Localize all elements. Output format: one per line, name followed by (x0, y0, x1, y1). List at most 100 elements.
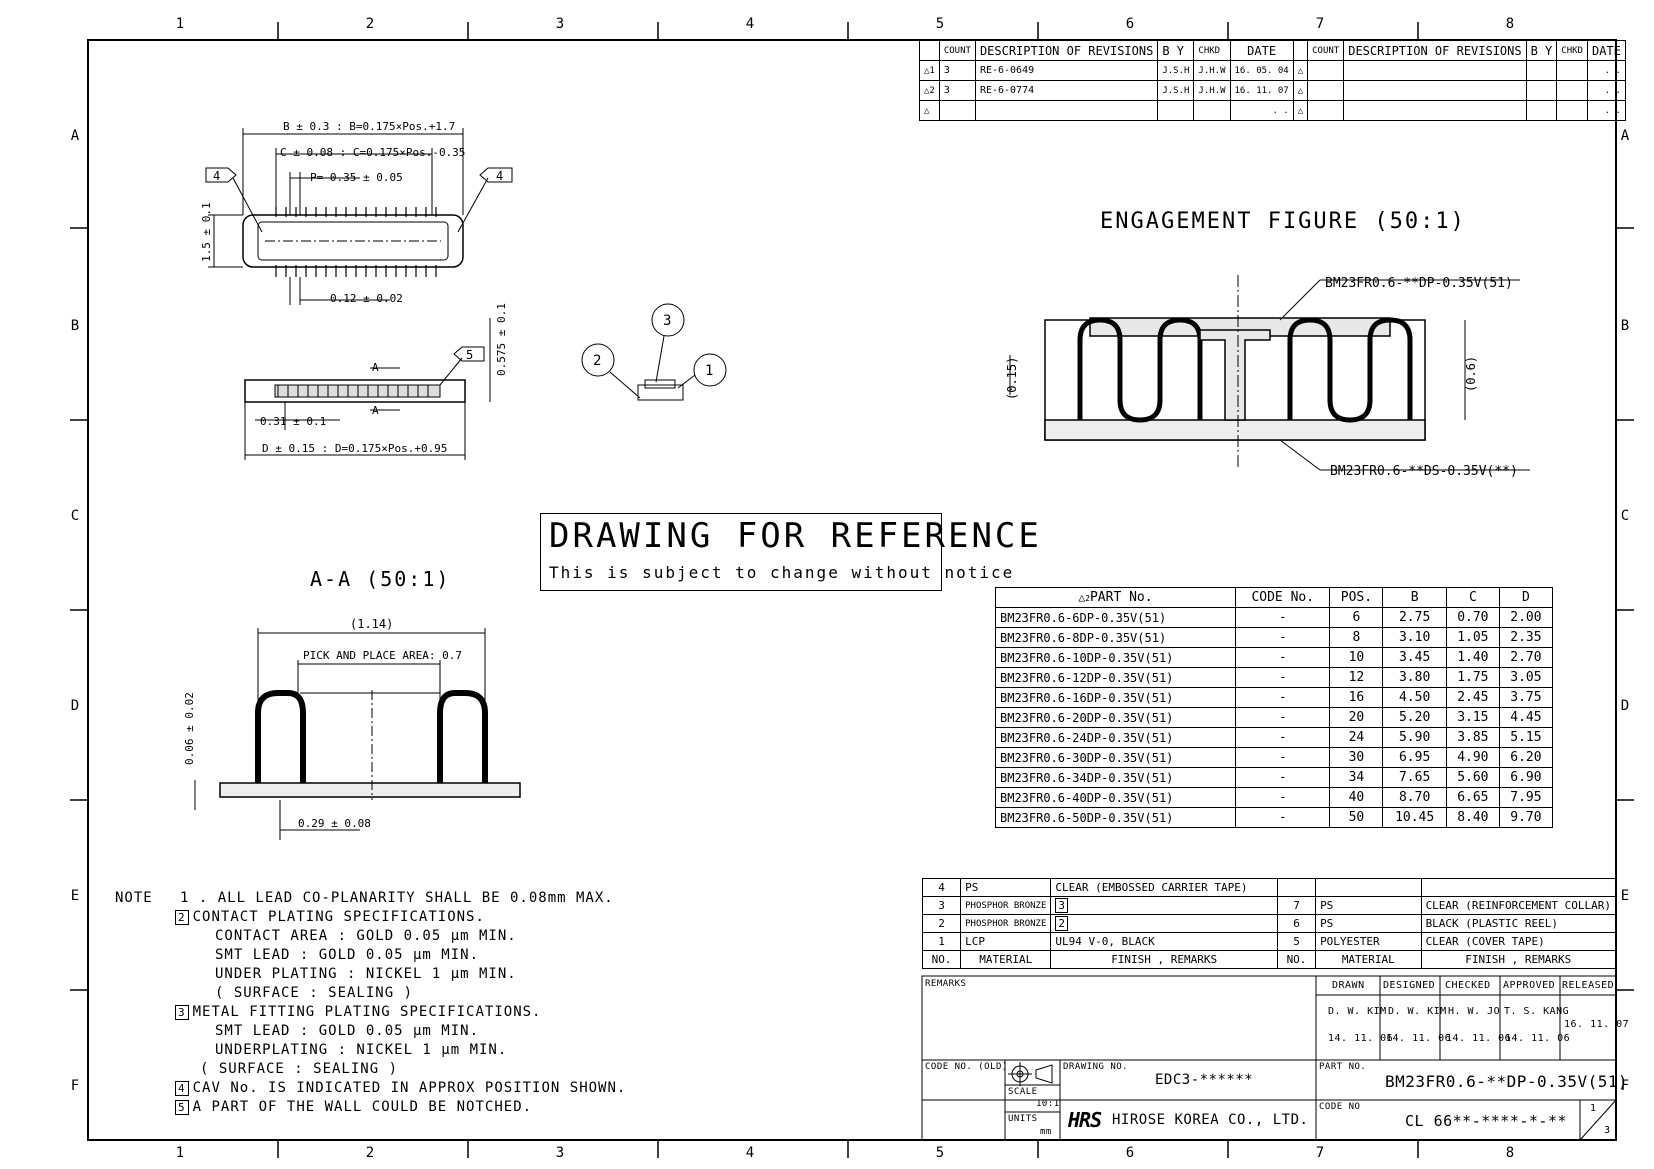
rev-triangle: △1 (919, 60, 940, 81)
balloon-3: 3 (663, 313, 671, 329)
mat-col-finish: FINISH , REMARKS (1420, 950, 1617, 969)
mat-col-material: MATERIAL (960, 950, 1052, 969)
materials-header: NO. MATERIAL FINISH , REMARKS NO. MATERI… (921, 950, 1617, 969)
rev-chkd: J.H.W (1193, 60, 1231, 81)
drawing-no-label: DRAWING NO. (1063, 1062, 1129, 1072)
mat-no: 5 (1276, 932, 1317, 951)
code-old-label: CODE NO. (OLD) (925, 1062, 1008, 1072)
dim-d-value: 4.45 (1498, 707, 1554, 728)
mat-no: 6 (1276, 914, 1317, 933)
dim-c-value: 3.15 (1445, 707, 1500, 728)
part-number: BM23FR0.6-50DP-0.35V(51) (994, 807, 1237, 828)
rev-count: 3 (938, 60, 976, 81)
dim-0-6: (0.6) (1464, 356, 1478, 392)
projection-symbol (1008, 1062, 1053, 1086)
approved-by: T. S. KANG (1504, 1006, 1570, 1017)
part-number: BM23FR0.6-6DP-0.35V(51) (994, 607, 1237, 628)
dim-0-575: 0.575 ± 0.1 (495, 303, 508, 376)
dim-0-06: 0.06 ± 0.02 (183, 692, 196, 765)
balloon-1: 1 (705, 363, 713, 379)
mat-col-no: NO. (921, 950, 962, 969)
part-number: BM23FR0.6-20DP-0.35V(51) (994, 707, 1237, 728)
code-no-label: CODE NO (1319, 1102, 1361, 1112)
grid-ticks (70, 22, 1634, 1158)
balloon-2: 2 (593, 353, 601, 369)
mat-finish: CLEAR (REINFORCEMENT COLLAR) (1420, 896, 1617, 915)
dim-d: D ± 0.15 : D=0.175×Pos.+0.95 (262, 442, 447, 455)
revision-row: △2 3 RE-6-0774 J.S.H J.H.W 16. 11. 07 △ … (919, 80, 1626, 101)
mat-material: POLYESTER (1315, 932, 1422, 951)
dim-c-value: 3.85 (1445, 727, 1500, 748)
note-flag-3: 3 (175, 1005, 189, 1020)
mat-no: 1 (921, 932, 962, 951)
col-label-top: 8 (1506, 16, 1514, 32)
drawn-label: DRAWN (1332, 980, 1365, 991)
code-no: - (1235, 707, 1331, 728)
materials-table: 4 PS CLEAR (EMBOSSED CARRIER TAPE) 3 PHO… (921, 878, 1617, 969)
section-mark-a-bottom: A (372, 404, 379, 417)
svg-text:4: 4 (213, 169, 220, 183)
rev-triangle: △ (1292, 100, 1309, 121)
dim-b-value: 5.90 (1382, 727, 1447, 748)
released-label: RELEASED (1562, 980, 1615, 991)
dim-b-value: 10.45 (1382, 807, 1447, 828)
col-label-bottom: 1 (176, 1145, 184, 1161)
col-label-top: 2 (366, 16, 374, 32)
code-no: - (1235, 667, 1331, 688)
code-no: - (1235, 687, 1331, 708)
scale-value: 10:1 (1036, 1099, 1060, 1109)
parts-col-pos: POS. (1329, 587, 1384, 608)
col-label-top: 7 (1316, 16, 1324, 32)
mat-material: PHOSPHOR BRONZE (960, 914, 1052, 933)
sheet-total: 3 (1604, 1125, 1611, 1136)
dim-d-value: 3.05 (1498, 667, 1554, 688)
dim-d-value: 9.70 (1498, 807, 1554, 828)
dim-0-31: 0.31 ± 0.1 (260, 415, 326, 428)
code-no: CL 66**-****-*-** (1405, 1112, 1568, 1130)
rev-date: 16. 05. 04 (1229, 60, 1294, 81)
dim-d-value: 2.35 (1498, 627, 1554, 648)
dim-c-value: 1.05 (1445, 627, 1500, 648)
pos: 50 (1329, 807, 1384, 828)
rev-triangle: △ (919, 100, 940, 121)
row-label-left: F (71, 1078, 79, 1094)
col-label-top: 5 (936, 16, 944, 32)
rev-col-desc: DESCRIPTION OF REVISIONS (1343, 40, 1527, 61)
iso-view (581, 303, 727, 401)
pos: 6 (1329, 607, 1384, 628)
table-row: 1 LCP UL94 V-0, BLACK 5 POLYESTER CLEAR … (921, 932, 1617, 951)
dim-b-value: 2.75 (1382, 607, 1447, 628)
pos: 8 (1329, 627, 1384, 648)
col-label-top: 1 (176, 16, 184, 32)
flag-4-right: 4 (479, 167, 513, 183)
rev-count: 3 (938, 80, 976, 101)
col-label-bottom: 2 (366, 1145, 374, 1161)
checked-by: H. W. JO (1448, 1006, 1501, 1017)
company-logo: HRS (1068, 1108, 1102, 1132)
rev-col-date: DATE (1229, 40, 1294, 61)
checked-label: CHECKED (1445, 980, 1491, 991)
rev-triangle: △ (1292, 60, 1309, 81)
section-title: A-A (50:1) (310, 567, 450, 591)
parts-col-code-no: CODE No. (1235, 587, 1331, 608)
mat-col-material: MATERIAL (1315, 950, 1422, 969)
revisions-header: COUNT DESCRIPTION OF REVISIONS B Y CHKD … (919, 40, 1626, 61)
part-number: BM23FR0.6-30DP-0.35V(51) (994, 747, 1237, 768)
dim-b-value: 6.95 (1382, 747, 1447, 768)
dim-c-value: 1.40 (1445, 647, 1500, 668)
code-no: - (1235, 787, 1331, 808)
pos: 10 (1329, 647, 1384, 668)
note-1: 1 . ALL LEAD CO-PLANARITY SHALL BE 0.08m… (180, 890, 614, 906)
row-label-left: E (71, 888, 79, 904)
revisions-table: COUNT DESCRIPTION OF REVISIONS B Y CHKD … (919, 40, 1626, 121)
dim-b-value: 4.50 (1382, 687, 1447, 708)
